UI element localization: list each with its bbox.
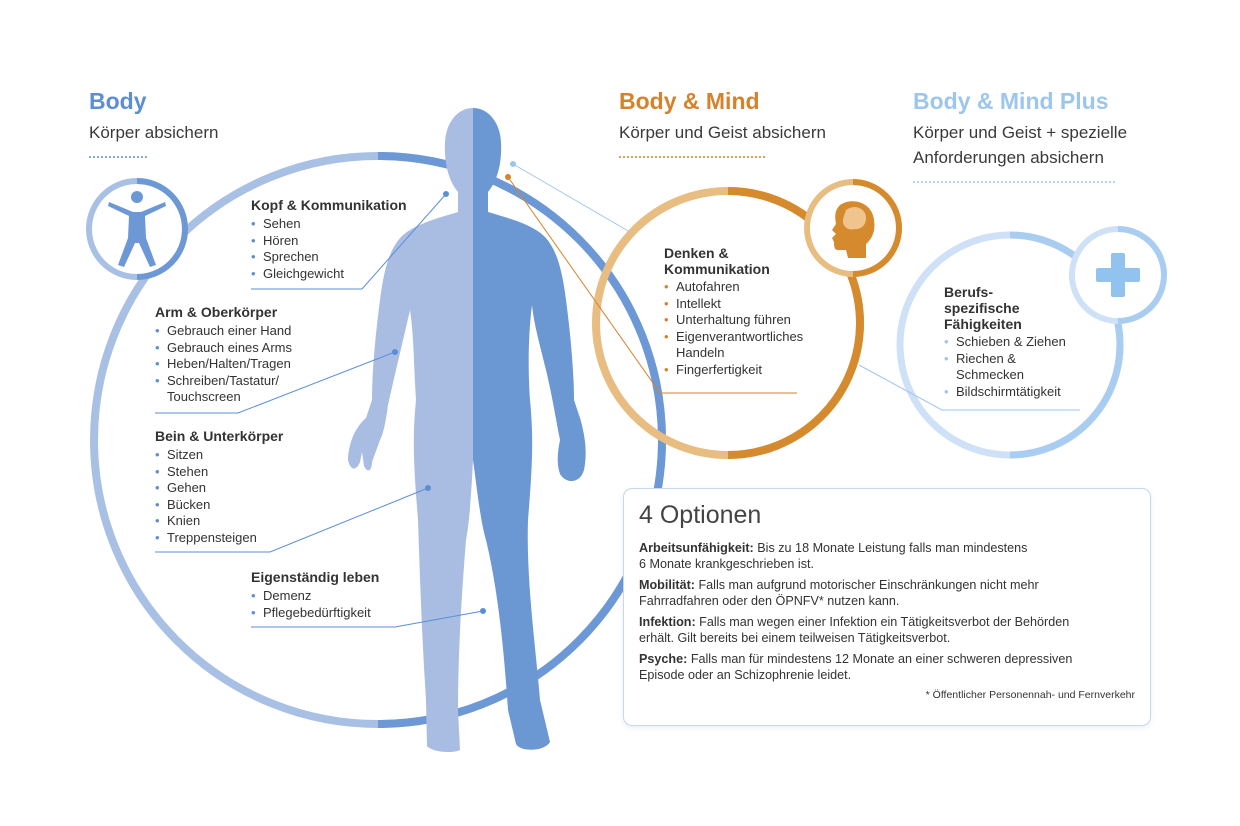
section-plus-title-line2: spezifische (944, 300, 1020, 316)
option-text: Falls man aufgrund motorischer Einschrän… (698, 578, 1039, 592)
section-mind-title: Denken & Kommunikation (664, 245, 834, 277)
body-mind-plus-subtitle-line2: Anforderungen absichern (913, 148, 1104, 167)
list-item: Gebrauch eines Arms (155, 340, 355, 357)
option-text: erhält. Gilt bereits bei einem teilweise… (639, 630, 951, 645)
option-mobilitaet: Mobilität: Falls man aufgrund motorische… (639, 578, 1135, 609)
list-item: Demenz (251, 588, 451, 605)
silhouette-right-half (473, 108, 586, 750)
body-title: Body (89, 88, 147, 114)
list-item: Unterhaltung führen (664, 312, 834, 329)
list-item: Gebrauch einer Hand (155, 323, 355, 340)
list-item: Riechen & (944, 351, 1094, 368)
section-mind-title-line2: Kommunikation (664, 261, 770, 277)
list-item: Treppensteigen (155, 530, 355, 547)
list-item: Handeln (664, 345, 834, 362)
option-text: Episode oder an Schizophrenie leidet. (639, 667, 852, 682)
section-kopf: Kopf & Kommunikation Sehen Hören Spreche… (251, 197, 451, 282)
section-plus-title-line3: Fähigkeiten (944, 316, 1022, 332)
section-plus-title: Berufs- spezifische Fähigkeiten (944, 284, 1094, 332)
body-mind-plus-subtitle-line1: Körper und Geist + spezielle (913, 123, 1128, 142)
list-item: Pflegebedürftigkeit (251, 605, 451, 622)
options-footnote: * Öffentlicher Personennah- und Fernverk… (925, 689, 1135, 701)
plus-icon (1069, 226, 1168, 324)
mind-circle (592, 187, 865, 459)
options-box: 4 Optionen Arbeitsunfähigkeit: Bis zu 18… (623, 488, 1151, 726)
section-plus: Berufs- spezifische Fähigkeiten Schieben… (944, 284, 1094, 400)
list-item: Eigenverantwortliches (664, 329, 834, 346)
list-item: Bücken (155, 497, 355, 514)
list-item: Stehen (155, 464, 355, 481)
section-mind: Denken & Kommunikation Autofahren Intell… (664, 245, 834, 378)
body-mind-subtitle: Körper und Geist absichern (619, 123, 826, 142)
list-item: Sehen (251, 216, 451, 233)
plus-circle (896, 231, 1124, 459)
option-psyche: Psyche: Falls man für mindestens 12 Mona… (639, 652, 1135, 683)
list-item: Schmecken (944, 367, 1094, 384)
option-text: 6 Monate krankgeschrieben ist. (639, 556, 815, 571)
section-mind-title-line1: Denken & (664, 245, 729, 261)
list-item: Autofahren (664, 279, 834, 296)
section-leben: Eigenständig leben Demenz Pflegebedürfti… (251, 569, 451, 621)
list-item: Gleichgewicht (251, 266, 451, 283)
section-bein: Bein & Unterkörper Sitzen Stehen Gehen B… (155, 428, 355, 546)
mind-connector (505, 174, 797, 394)
dotted-underlines (89, 156, 1116, 183)
plus-connectors (510, 161, 1080, 411)
list-item: Schreiben/Tastatur/ (155, 373, 355, 390)
body-mind-plus-title: Body & Mind Plus (913, 88, 1109, 114)
section-plus-title-line1: Berufs- (944, 284, 994, 300)
list-item: Bildschirmtätigkeit (944, 384, 1094, 401)
list-item: Gehen (155, 480, 355, 497)
option-label: Psyche: (639, 652, 688, 666)
option-text: Falls man für mindestens 12 Monate an ei… (690, 652, 1073, 666)
option-label: Mobilität: (639, 578, 695, 592)
list-item: Knien (155, 513, 355, 530)
head-brain-icon (804, 179, 903, 277)
list-item: Sprechen (251, 249, 451, 266)
list-item: Intellekt (664, 296, 834, 313)
body-mind-title: Body & Mind (619, 88, 760, 114)
option-label: Arbeitsunfähigkeit: (639, 541, 754, 555)
section-arm: Arm & Oberkörper Gebrauch einer Hand Geb… (155, 304, 355, 406)
body-subtitle: Körper absichern (89, 123, 219, 142)
list-item: Fingerfertigkeit (664, 362, 834, 379)
option-label: Infektion: (639, 615, 696, 629)
option-text: Fahrradfahren oder den ÖPNFV* nutzen kan… (639, 593, 900, 608)
list-item: Sitzen (155, 447, 355, 464)
list-item: Touchscreen (155, 389, 355, 406)
list-item: Schieben & Ziehen (944, 334, 1094, 351)
option-text: Falls man wegen einer Infektion ein Täti… (699, 615, 1070, 629)
options-title: 4 Optionen (639, 501, 762, 529)
section-leben-title: Eigenständig leben (251, 569, 380, 585)
section-arm-title: Arm & Oberkörper (155, 304, 278, 320)
section-bein-title: Bein & Unterkörper (155, 428, 284, 444)
option-arbeitsunfaehigkeit: Arbeitsunfähigkeit: Bis zu 18 Monate Lei… (639, 541, 1135, 572)
list-item: Heben/Halten/Tragen (155, 356, 355, 373)
list-item: Hören (251, 233, 451, 250)
body-mind-plus-subtitle: Körper und Geist + spezielle Anforderung… (913, 120, 1127, 170)
person-star-icon (86, 178, 189, 280)
option-text: Bis zu 18 Monate Leistung falls man mind… (757, 541, 1028, 555)
option-infektion: Infektion: Falls man wegen einer Infekti… (639, 615, 1135, 646)
section-kopf-title: Kopf & Kommunikation (251, 197, 407, 213)
body-connectors (155, 191, 486, 628)
